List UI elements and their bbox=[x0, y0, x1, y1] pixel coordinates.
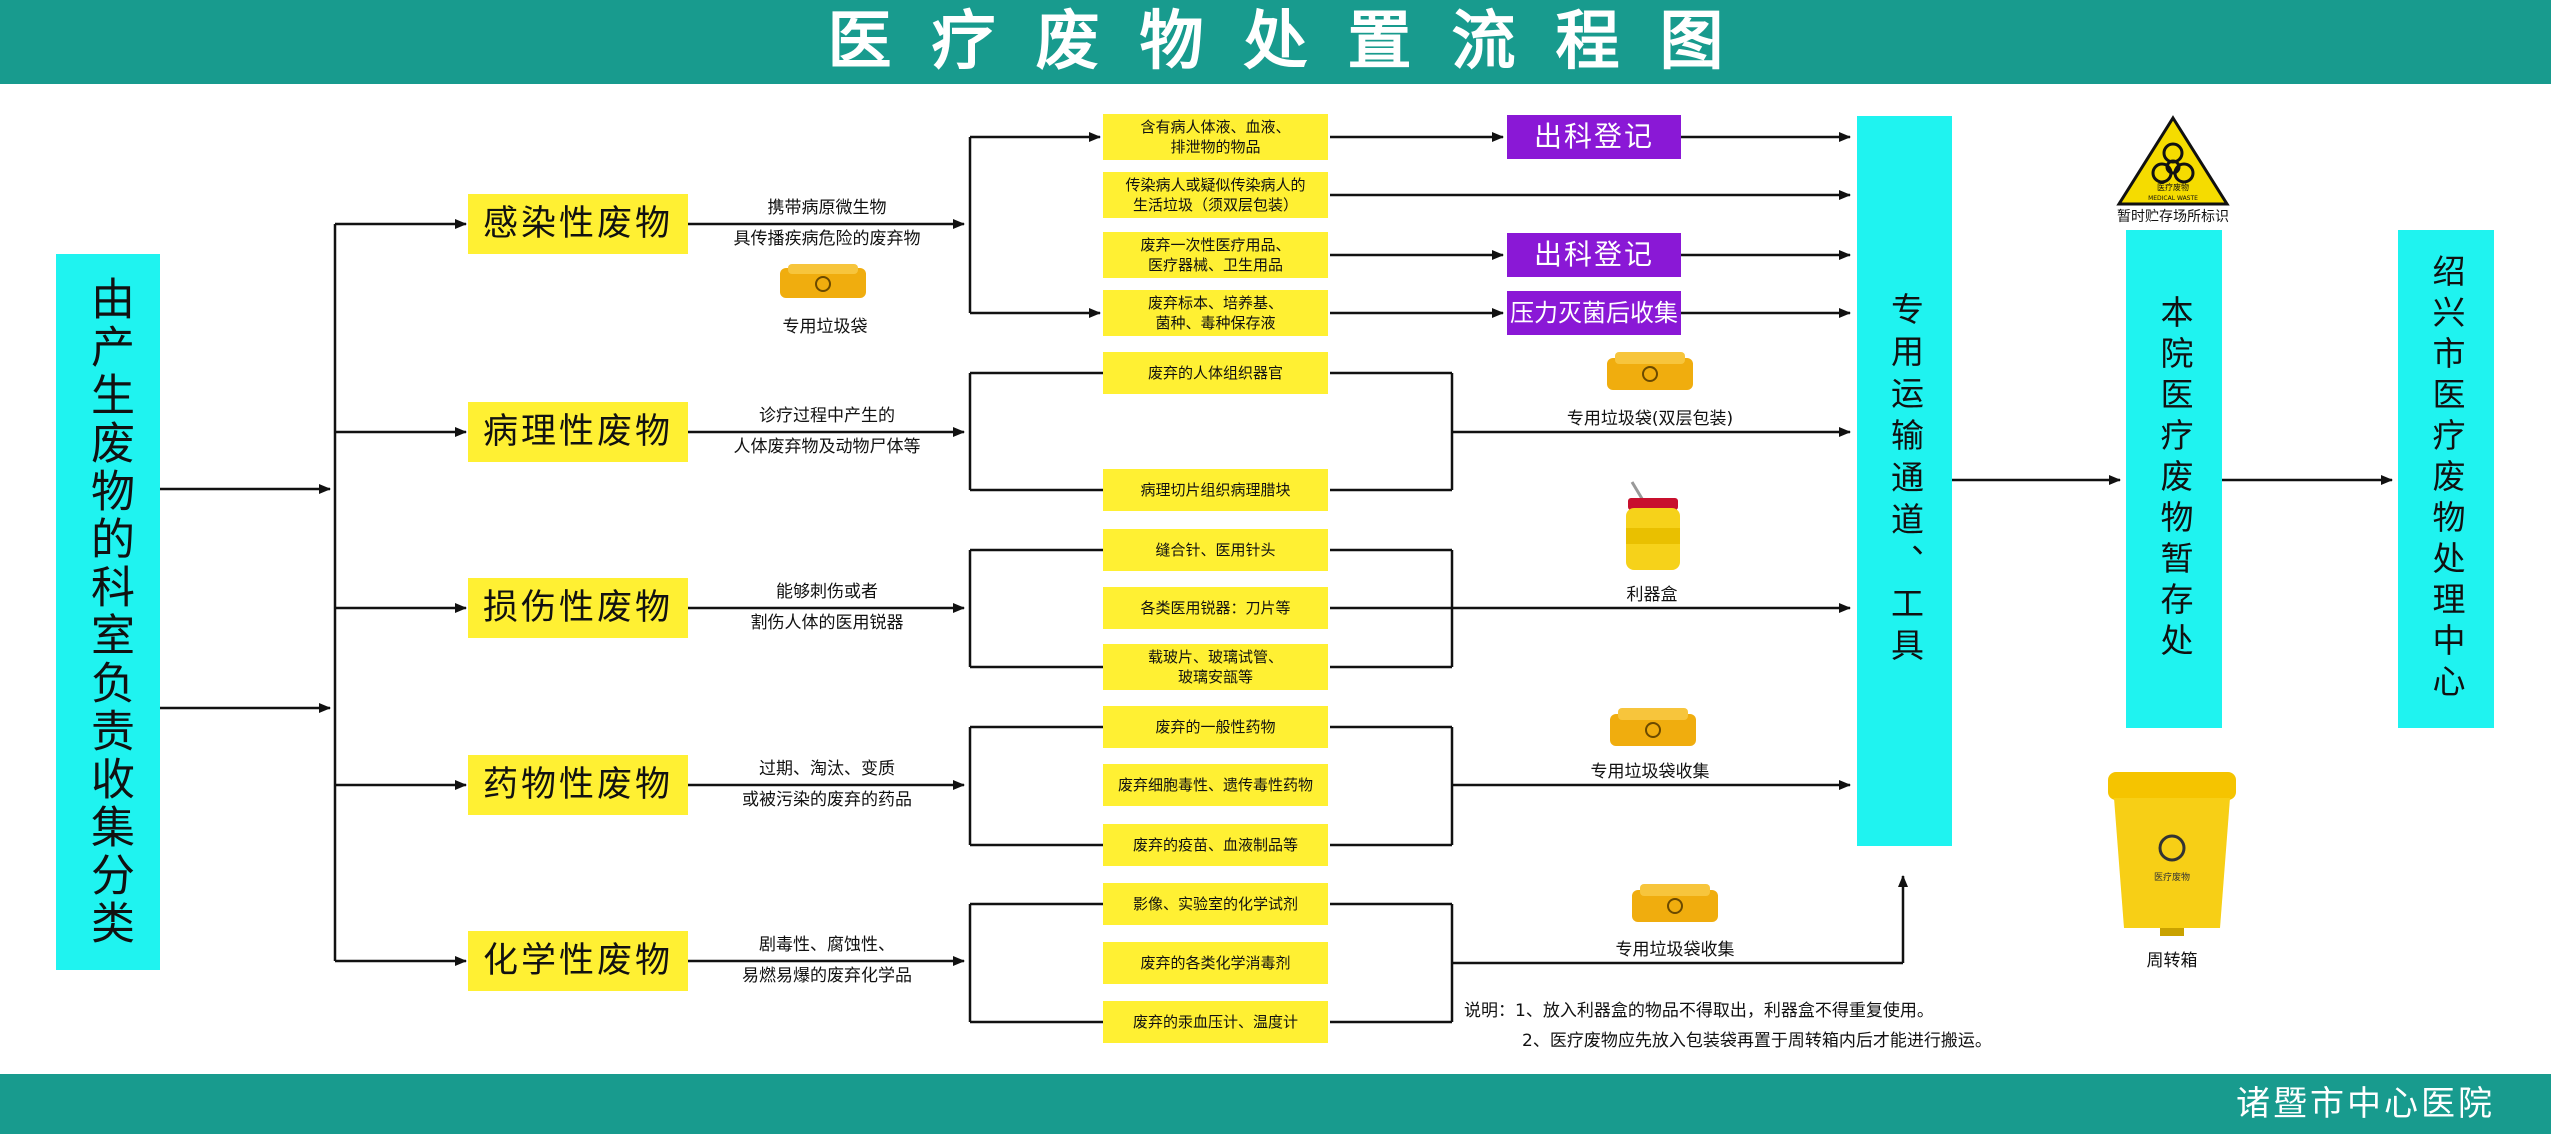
desc-chemical: 剧毒性、腐蚀性、 易燃易爆的废弃化学品 bbox=[742, 935, 912, 986]
note-1: 说明：1、放入利器盒的物品不得取出，利器盒不得重复使用。 bbox=[1464, 1001, 1934, 1021]
turnover-bin-icon: 医疗废物 bbox=[2108, 772, 2236, 936]
collection-bag-icon-pharma bbox=[1610, 708, 1696, 746]
item-pharmaceutical-3: 废弃的疫苗、血液制品等 bbox=[1103, 824, 1328, 866]
item-chemical-3: 废弃的汞血压计、温度计 bbox=[1103, 1001, 1328, 1043]
registration-box-1: 出科登记 bbox=[1507, 115, 1681, 159]
item-infectious-3: 废弃一次性医疗用品、 医疗器械、卫生用品 bbox=[1103, 232, 1328, 278]
item-pathological-2: 病理切片组织病理腊块 bbox=[1103, 469, 1328, 511]
svg-text:医疗废物: 医疗废物 bbox=[2154, 871, 2190, 883]
item-infectious-2: 传染病人或疑似传染病人的 生活垃圾（须双层包装） bbox=[1103, 172, 1328, 218]
source-department-box bbox=[56, 254, 160, 970]
transport-label: 专用运输通道、工具 bbox=[1885, 292, 1925, 670]
page-title: 医疗废物处置流程图 bbox=[827, 5, 1764, 79]
item-pathological-1: 废弃的人体组织器官 bbox=[1103, 352, 1328, 394]
svg-text:医疗废物: 医疗废物 bbox=[2157, 182, 2189, 192]
registration-box-2: 出科登记 bbox=[1507, 233, 1681, 277]
treatment-center-box bbox=[2398, 230, 2494, 728]
desc-pathological: 诊疗过程中产生的 人体废弃物及动物尸体等 bbox=[733, 406, 921, 457]
item-pharmaceutical-2: 废弃细胞毒性、遗传毒性药物 bbox=[1103, 764, 1328, 806]
hospital-storage-label: 本院医疗废物暂存处 bbox=[2155, 294, 2194, 664]
category-chemical: 化学性废物 bbox=[468, 931, 688, 991]
container-label-chemical: 专用垃圾袋收集 bbox=[1615, 940, 1735, 960]
item-pharmaceutical-1: 废弃的一般性药物 bbox=[1103, 706, 1328, 748]
hospital-storage-box bbox=[2126, 230, 2222, 728]
desc-injurious: 能够刺伤或者 割伤人体的医用锐器 bbox=[750, 582, 904, 633]
source-department-label: 由产生废物的科室负责收集分类 bbox=[83, 276, 134, 948]
svg-text:MEDICAL WASTE: MEDICAL WASTE bbox=[2148, 195, 2198, 202]
category-injurious: 损伤性废物 bbox=[468, 578, 688, 638]
item-infectious-1: 含有病人体液、血液、 排泄物的物品 bbox=[1103, 114, 1328, 160]
item-chemical-2: 废弃的各类化学消毒剂 bbox=[1103, 942, 1328, 984]
category-pharmaceutical: 药物性废物 bbox=[468, 755, 688, 815]
container-label-injurious: 利器盒 bbox=[1626, 585, 1678, 605]
category-infectious: 感染性废物 bbox=[468, 194, 688, 254]
desc-pharmaceutical: 过期、淘汰、变质 或被污染的废弃的药品 bbox=[742, 759, 912, 810]
bag-label-infectious: 专用垃圾袋 bbox=[782, 317, 868, 337]
container-label-pathological: 专用垃圾袋(双层包装) bbox=[1566, 409, 1734, 429]
biohazard-sign-icon: 医疗废物 MEDICAL WASTE bbox=[2116, 115, 2230, 206]
double-layer-bag-icon bbox=[1607, 352, 1693, 390]
hospital-name: 诸暨市中心医院 bbox=[2236, 1084, 2495, 1124]
item-injurious-3: 载玻片、玻璃试管、 玻璃安瓿等 bbox=[1103, 644, 1328, 690]
bin-label: 周转箱 bbox=[2146, 951, 2198, 971]
category-pathological: 病理性废物 bbox=[468, 402, 688, 462]
desc-infectious: 携带病原微生物 具传播疾病危险的废弃物 bbox=[733, 198, 921, 249]
collection-bag-icon-chemical bbox=[1632, 884, 1718, 922]
item-injurious-2: 各类医用锐器：刀片等 bbox=[1103, 587, 1328, 629]
item-infectious-4: 废弃标本、培养基、 菌种、毒种保存液 bbox=[1103, 290, 1328, 336]
sharps-container-icon bbox=[1626, 481, 1680, 570]
container-label-pharmaceutical: 专用垃圾袋收集 bbox=[1590, 762, 1710, 782]
item-injurious-1: 缝合针、医用针头 bbox=[1103, 529, 1328, 571]
footer-bar: 诸暨市中心医院 bbox=[0, 1074, 2551, 1134]
storage-sign-label: 暂时贮存场所标识 bbox=[2117, 209, 2229, 225]
transport-box bbox=[1857, 116, 1952, 846]
waste-bag-icon bbox=[780, 264, 866, 298]
treatment-center-label: 绍兴市医疗废物处理中心 bbox=[2427, 253, 2466, 705]
item-chemical-1: 影像、实验室的化学试剂 bbox=[1103, 883, 1328, 925]
header-bar: 医疗废物处置流程图 bbox=[0, 0, 2551, 84]
registration-box-3: 压力灭菌后收集 bbox=[1507, 291, 1681, 335]
note-2: 2、医疗废物应先放入包装袋再置于周转箱内后才能进行搬运。 bbox=[1522, 1031, 1992, 1051]
